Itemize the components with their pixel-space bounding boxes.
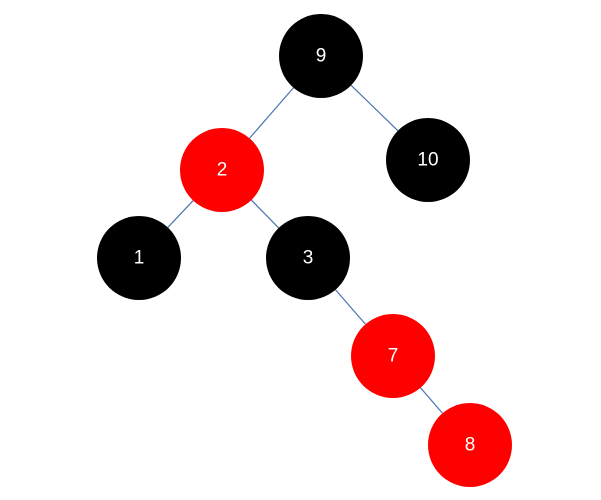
tree-node-10: 10 — [386, 118, 470, 202]
nodes-layer: 9 2 10 1 3 7 8 — [97, 14, 512, 487]
edge-n3-n7 — [335, 289, 366, 325]
node-label-3: 3 — [303, 248, 314, 269]
node-label-2: 2 — [217, 160, 228, 181]
node-circle-1 — [97, 216, 181, 300]
tree-node-7: 7 — [351, 314, 435, 398]
edge-n2-n1 — [167, 200, 194, 228]
node-circle-2 — [180, 128, 264, 212]
edges-layer — [167, 84, 443, 414]
node-label-9: 9 — [316, 46, 327, 67]
edge-n7-n8 — [420, 387, 443, 414]
edge-n2-n3 — [250, 199, 280, 229]
node-label-10: 10 — [417, 150, 438, 171]
node-circle-8 — [428, 403, 512, 487]
node-circle-10 — [386, 118, 470, 202]
node-label-7: 7 — [388, 346, 399, 367]
node-circle-3 — [266, 216, 350, 300]
node-circle-7 — [351, 314, 435, 398]
edge-n9-n2 — [249, 87, 294, 139]
node-label-8: 8 — [465, 435, 476, 456]
tree-node-8: 8 — [428, 403, 512, 487]
tree-node-2: 2 — [180, 128, 264, 212]
tree-node-9: 9 — [279, 14, 363, 98]
tree-node-3: 3 — [266, 216, 350, 300]
tree-node-1: 1 — [97, 216, 181, 300]
node-circle-9 — [279, 14, 363, 98]
node-label-1: 1 — [134, 248, 145, 269]
edge-n9-n10 — [350, 84, 399, 132]
